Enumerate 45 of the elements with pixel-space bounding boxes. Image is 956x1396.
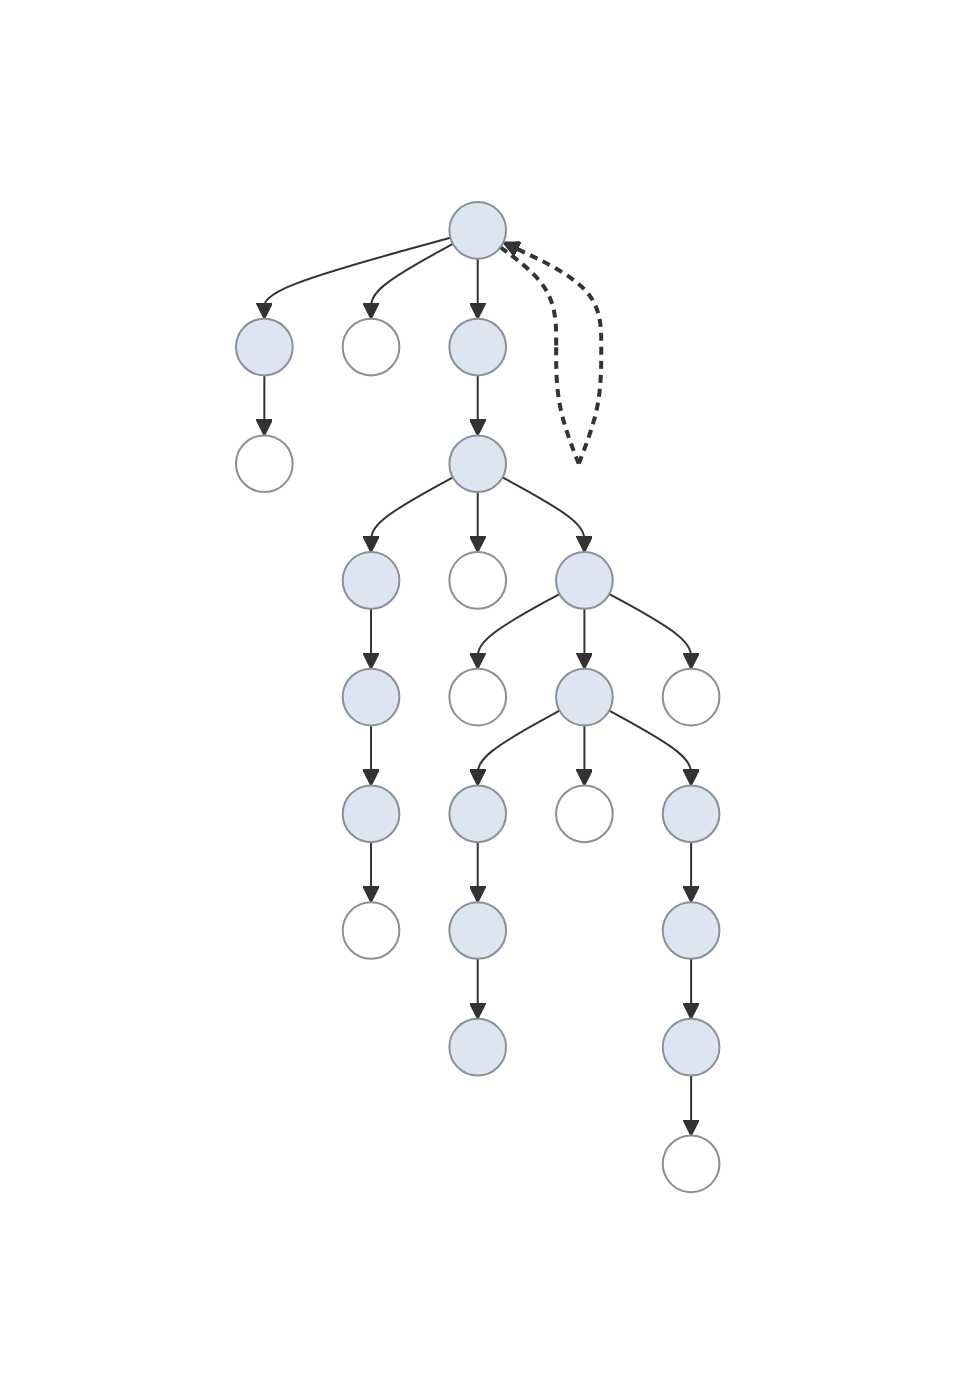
arrow (608, 710, 701, 788)
node-circle (555, 551, 615, 611)
arrow (682, 958, 701, 1021)
arrow (362, 608, 381, 671)
arrow (362, 243, 455, 321)
node-circle (341, 318, 401, 378)
node-circle (662, 902, 721, 961)
arrow (501, 477, 594, 554)
node-circle (341, 785, 401, 845)
node-circle (341, 668, 401, 728)
node-circle (341, 902, 401, 961)
arrow (362, 477, 455, 554)
arrow (255, 237, 452, 321)
node-circle (235, 318, 294, 378)
arrow (682, 842, 701, 904)
arrow (362, 725, 381, 788)
node-circle (662, 785, 721, 845)
node-circle (448, 201, 508, 261)
arrow (255, 375, 274, 438)
node-circle (235, 435, 294, 494)
arrow (469, 710, 561, 788)
arrow (469, 958, 487, 1021)
arrow (575, 725, 594, 788)
arrow (469, 258, 487, 321)
node-circle (662, 1018, 721, 1078)
arrow (608, 593, 701, 671)
arrow (362, 842, 381, 904)
node-circle (448, 318, 508, 378)
node-circle (448, 1018, 508, 1078)
node-circle (555, 668, 615, 728)
arrow (469, 842, 487, 904)
node-circle (448, 902, 508, 961)
node-circle (448, 435, 508, 494)
node-circle (448, 785, 508, 845)
node-circle (662, 668, 721, 728)
node-circle (341, 551, 401, 611)
node-circle (448, 551, 508, 611)
arrow (469, 375, 487, 438)
node-circle (662, 1135, 721, 1195)
arrow (682, 1075, 701, 1138)
node-circle (555, 785, 615, 845)
arrow (469, 593, 561, 671)
arrow (575, 608, 594, 671)
arrow (469, 491, 487, 554)
node-circle (448, 668, 508, 728)
